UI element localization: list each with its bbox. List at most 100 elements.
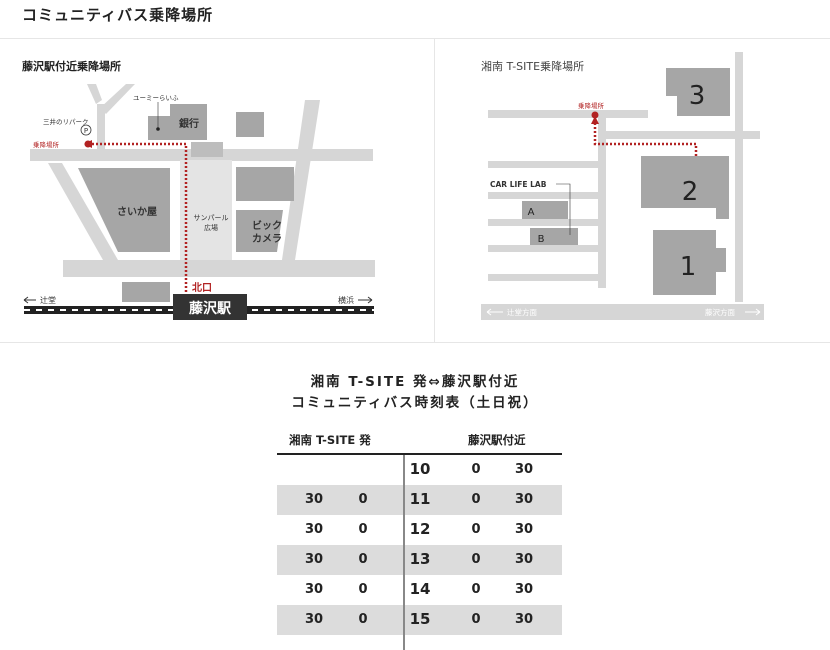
cell-right-a: 0 — [471, 522, 481, 537]
building-3-label: 3 — [689, 81, 706, 111]
road — [488, 274, 598, 281]
route-line — [593, 123, 698, 156]
building-2 — [641, 156, 729, 219]
table-row: 30 0 14 0 30 — [277, 575, 562, 605]
divider — [0, 342, 830, 343]
hour-cell: 14 — [409, 580, 431, 598]
building — [122, 282, 170, 302]
building-3 — [666, 68, 730, 116]
arrow-right-icon — [358, 296, 373, 304]
cell-right-b: 30 — [514, 582, 534, 597]
parking-mark: P — [84, 127, 88, 135]
cell-left-b: 0 — [358, 582, 368, 597]
cell-right-a: 0 — [471, 552, 481, 567]
fujisawa-map: 藤沢駅 辻堂 横浜 乗降場所 北口 三井のリパーク P ユーミーらいふ 銀行 さ… — [23, 84, 375, 320]
col-header-left: 湘南 T-SITE 発 — [289, 433, 371, 447]
parking-icon — [80, 124, 92, 136]
building-a — [522, 201, 568, 219]
sunpearl-plaza — [180, 160, 232, 260]
building — [236, 112, 264, 137]
road — [282, 100, 320, 260]
left-map-title: 藤沢駅付近乗降場所 — [22, 60, 121, 73]
right-map-title: 湘南 T-SITE乗降場所 — [481, 60, 585, 73]
cell-right-a: 0 — [471, 462, 481, 477]
tsite-map: 3 2 1 A B CAR LIFE LAB 乗降場所 辻堂方面 藤沢方面 — [481, 52, 764, 320]
divider — [0, 38, 830, 39]
timetable-title-line1: 湘南 T-SITE 発⇔藤沢駅付近 — [310, 374, 520, 390]
bic-label-1: ビック — [252, 219, 282, 232]
west-label: 辻堂 — [40, 295, 56, 305]
table-row: 30 0 15 0 30 — [277, 605, 562, 635]
building — [236, 167, 294, 201]
cell-left-b: 0 — [358, 522, 368, 537]
carlife-label: CAR LIFE LAB — [490, 180, 547, 189]
building-2-label: 2 — [682, 177, 699, 207]
road — [481, 304, 764, 320]
building-saikaya — [78, 168, 170, 252]
cell-left-a: 30 — [304, 582, 324, 597]
road — [598, 118, 606, 288]
umie-label: ユーミーらいふ — [133, 94, 179, 102]
cell-left-a: 30 — [304, 552, 324, 567]
route-line — [92, 142, 188, 293]
cell-left-a: 30 — [304, 612, 324, 627]
hour-cell: 11 — [409, 490, 431, 508]
road — [488, 110, 648, 118]
east-label: 藤沢方面 — [705, 307, 735, 317]
building-bic-camera — [236, 210, 283, 252]
east-label: 横浜 — [338, 295, 354, 305]
building-b-label: B — [538, 234, 545, 245]
stop-label: 乗降場所 — [578, 101, 605, 110]
cell-left-b: 0 — [358, 612, 368, 627]
hour-cell: 10 — [409, 460, 431, 478]
hour-cell: 15 — [409, 610, 431, 628]
building-bank — [170, 104, 207, 140]
arrow-left-icon — [23, 296, 36, 304]
road — [48, 163, 118, 260]
road — [100, 84, 135, 114]
cell-right-b: 30 — [514, 612, 534, 627]
road — [488, 161, 598, 168]
road — [97, 104, 105, 149]
cell-left-b: 0 — [358, 552, 368, 567]
station-label: 藤沢駅 — [189, 300, 232, 317]
table-row: 30 0 11 0 30 — [277, 485, 562, 515]
road — [735, 52, 743, 302]
building — [191, 142, 223, 157]
cell-left-a: 30 — [304, 522, 324, 537]
table-row: 30 0 13 0 30 — [277, 545, 562, 575]
umie-marker — [156, 127, 160, 131]
road — [87, 84, 102, 104]
saikaya-label: さいか屋 — [117, 206, 157, 218]
table-row: 10 0 30 — [277, 455, 562, 485]
cell-left-b: 0 — [358, 492, 368, 507]
cell-right-a: 0 — [471, 612, 481, 627]
hour-cell: 13 — [409, 550, 431, 568]
west-label: 辻堂方面 — [507, 307, 537, 317]
bank-label: 銀行 — [179, 117, 199, 130]
hour-cell: 12 — [409, 520, 431, 538]
cell-right-b: 30 — [514, 492, 534, 507]
timetable-title-line2: コミュニティバス時刻表（土日祝） — [291, 395, 539, 411]
road — [488, 245, 598, 252]
cell-right-a: 0 — [471, 582, 481, 597]
plaza-label: 広場 — [204, 223, 218, 232]
building-a-label: A — [528, 207, 535, 218]
parking-label: 三井のリパーク — [43, 117, 89, 126]
cell-right-b: 30 — [514, 462, 534, 477]
road — [488, 192, 598, 199]
building-1-label: 1 — [680, 252, 697, 282]
stop-marker — [591, 111, 599, 119]
north-exit-label: 北口 — [192, 281, 212, 294]
road — [600, 131, 760, 139]
leader-line — [556, 183, 571, 235]
hour-divider — [403, 455, 405, 650]
page-title: コミュニティバス乗降場所 — [22, 6, 214, 24]
sunpearl-label: サンパール — [194, 214, 229, 222]
cell-right-a: 0 — [471, 492, 481, 507]
cell-left-a: 30 — [304, 492, 324, 507]
cell-right-b: 30 — [514, 552, 534, 567]
bic-label-2: カメラ — [252, 233, 282, 245]
building-1 — [653, 230, 726, 295]
